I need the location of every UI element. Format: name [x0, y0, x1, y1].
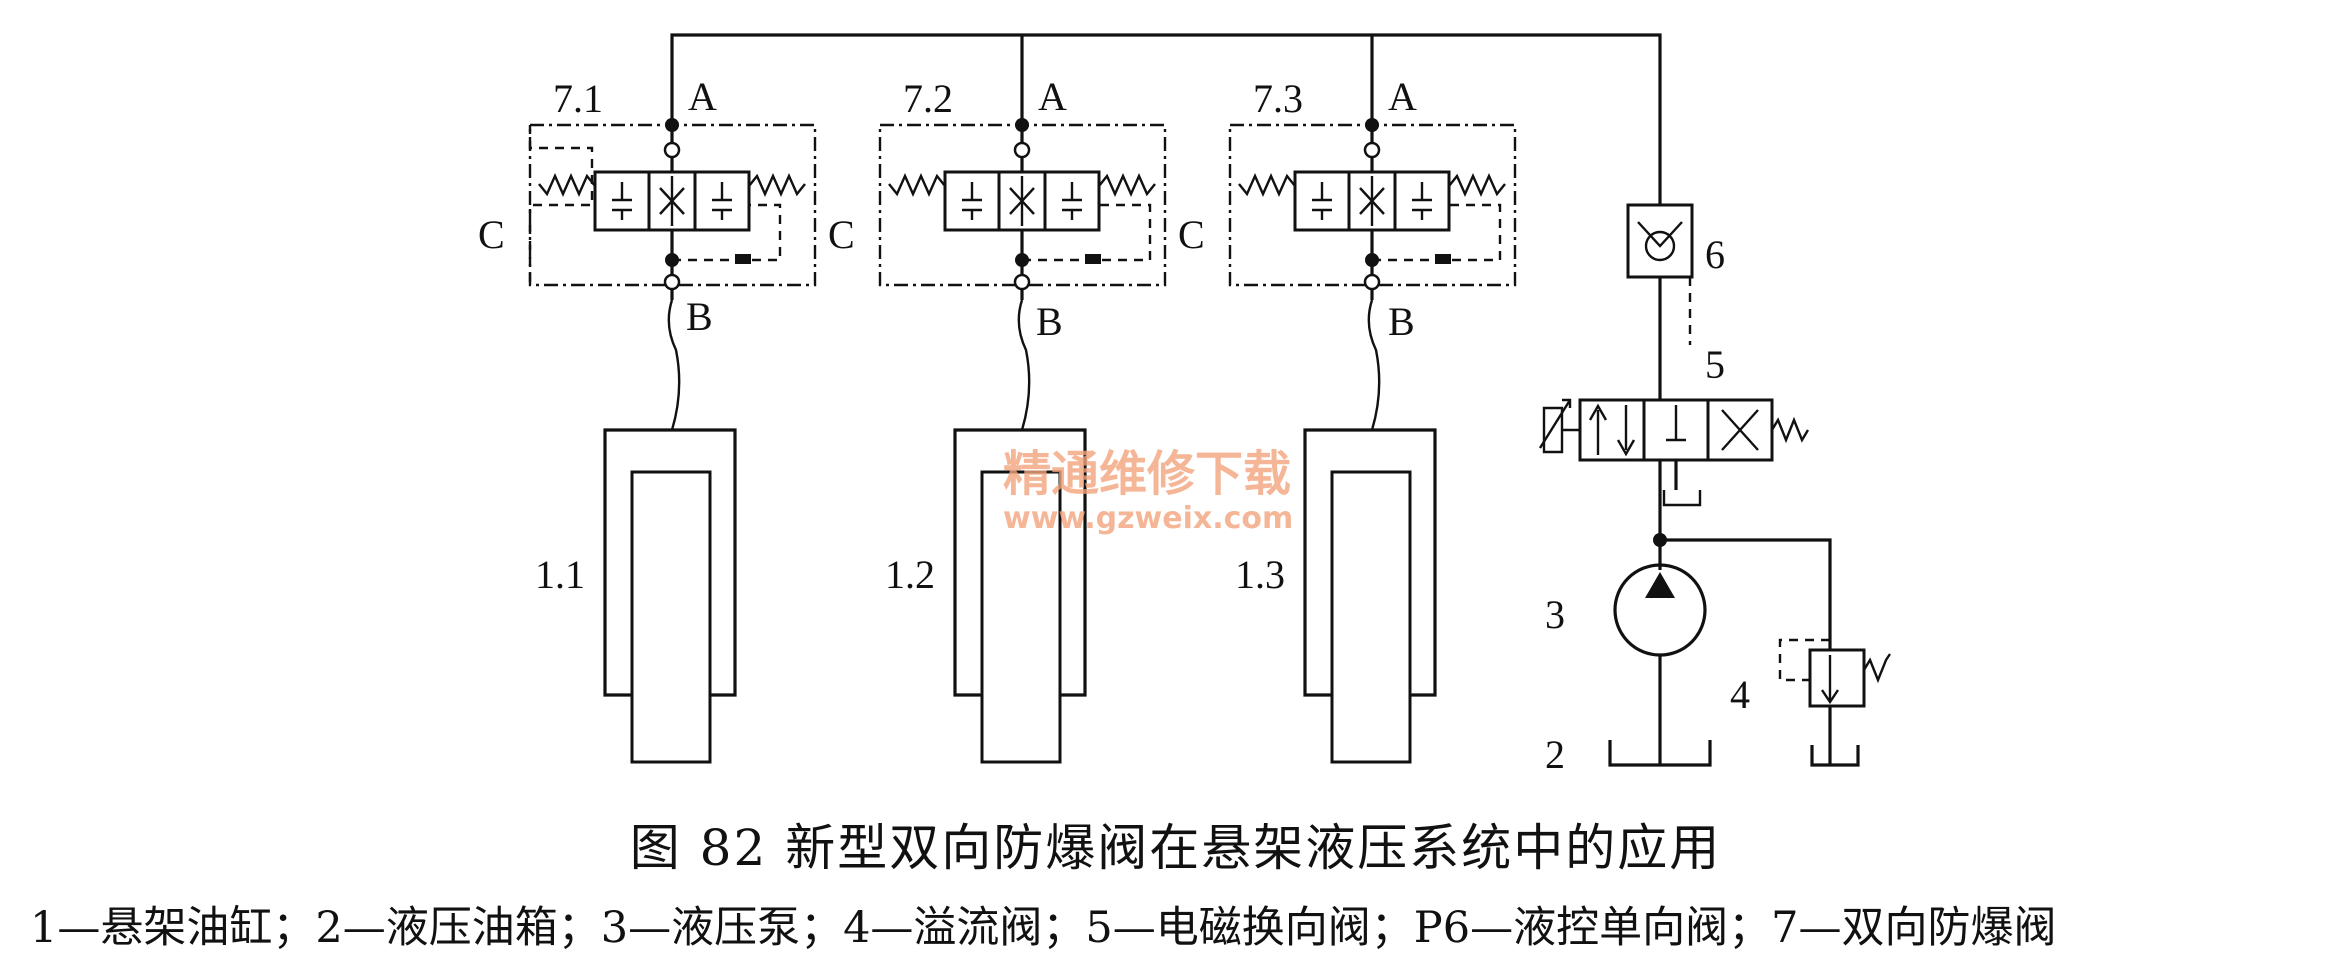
- label-port-a-3: A: [1388, 74, 1417, 119]
- label-port-b-3: B: [1388, 299, 1415, 344]
- label-valve-7-2: 7.2: [903, 76, 953, 121]
- label-solenoid-valve: 5: [1705, 342, 1725, 387]
- suspension-cylinder-1-2: [953, 428, 1087, 764]
- hydraulic-pump: [1608, 533, 1712, 767]
- label-port-c-3: C: [1178, 212, 1205, 257]
- label-port-b-1: B: [686, 294, 713, 339]
- watermark-url: www.gzweix.com: [1003, 501, 1293, 536]
- explosion-proof-valve-7-3: [1228, 118, 1517, 431]
- label-tank: 2: [1545, 732, 1565, 777]
- labels: 7.1 7.2 7.3 A A A B B B C C C 1.1 1.2 1.…: [478, 74, 1750, 777]
- supply-line: [670, 33, 1662, 205]
- label-valve-7-3: 7.3: [1253, 76, 1303, 121]
- pilot-check-valve: [1626, 203, 1694, 400]
- label-port-c-2: C: [828, 212, 855, 257]
- figure-title: 图 82 新型双向防爆阀在悬架液压系统中的应用: [629, 819, 1722, 877]
- label-pump: 3: [1545, 592, 1565, 637]
- watermark: 精通维修下载 www.gzweix.com: [1003, 446, 1293, 536]
- label-cylinder-1-1: 1.1: [535, 552, 585, 597]
- label-cylinder-1-3: 1.3: [1235, 552, 1285, 597]
- label-cylinder-1-2: 1.2: [885, 552, 935, 597]
- solenoid-directional-valve: [1538, 398, 1810, 540]
- explosion-proof-valve-7-2: [878, 118, 1167, 431]
- label-port-c-1: C: [478, 212, 505, 257]
- suspension-cylinder-1-1: [603, 428, 737, 764]
- label-check-valve: 6: [1705, 232, 1725, 277]
- label-relief-valve: 4: [1730, 672, 1750, 717]
- label-valve-7-1: 7.1: [553, 76, 603, 121]
- label-port-a-1: A: [688, 74, 717, 119]
- label-port-a-2: A: [1038, 74, 1067, 119]
- explosion-proof-valve-7-1: [528, 118, 817, 431]
- label-port-b-2: B: [1036, 299, 1063, 344]
- figure-legend: 1—悬架油缸；2—液压油箱；3—液压泵；4—溢流阀；5—电磁换向阀；P6—液控单…: [30, 903, 2057, 953]
- relief-valve: [1660, 538, 1891, 767]
- suspension-cylinder-1-3: [1303, 428, 1437, 764]
- watermark-cn: 精通维修下载: [1003, 446, 1291, 502]
